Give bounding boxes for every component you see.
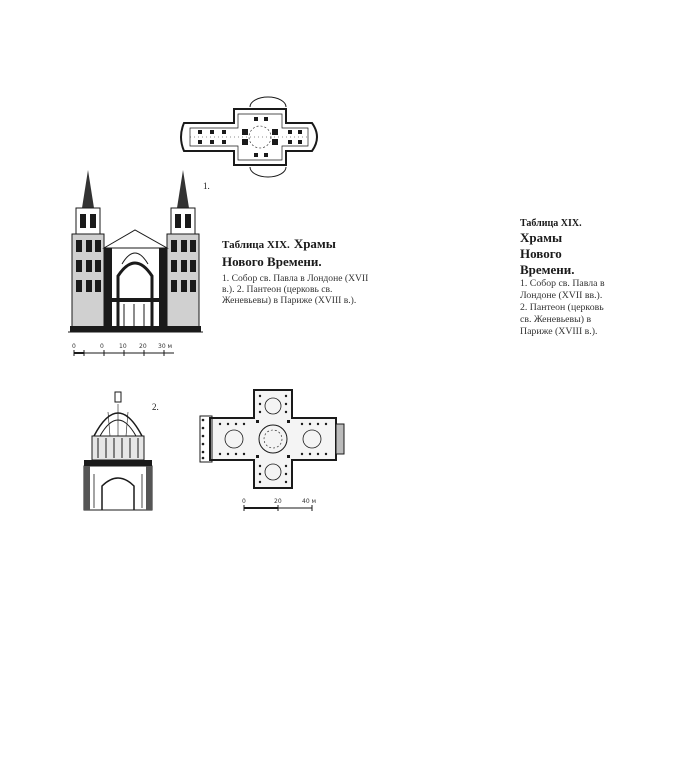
pantheon-section-drawing — [82, 390, 154, 512]
main-caption-heading: Храмы Нового Времени. — [222, 236, 336, 269]
figure-1-label: 1. — [203, 181, 210, 191]
side-caption: Таблица XIX. Храмы Нового Времени. 1. Со… — [520, 217, 606, 338]
scale-1-tick-20: 20 — [139, 343, 147, 350]
scale-1-tick-0b: 0 — [100, 343, 104, 350]
pantheon-plan-drawing — [198, 388, 348, 496]
scale-bar-figure-1: 0 0 10 20 30 30 м — [70, 341, 180, 359]
scale-1-tick-0a: 0 — [72, 343, 76, 350]
side-caption-table-number: Таблица XIX. — [520, 218, 582, 229]
main-caption-body: 1. Собор св. Павла в Лондоне (XVII в.). … — [222, 273, 369, 306]
scale-2-tick-40m: 40 м — [302, 498, 316, 505]
st-pauls-plan-drawing — [176, 95, 324, 179]
scale-1-tick-10: 10 — [119, 343, 127, 350]
scale-bar-figure-2: 0 20 40 м — [240, 496, 320, 514]
main-caption-title: Таблица XIX. Храмы Нового Времени. — [222, 235, 372, 271]
side-caption-heading: Храмы Нового Времени. — [520, 230, 575, 277]
scale-2-tick-20: 20 — [274, 498, 282, 505]
st-pauls-elevation-drawing — [68, 168, 203, 348]
side-caption-item-2: 2. Пантеон (церковь св. Женевьевы) в Пар… — [520, 302, 604, 337]
scale-2-tick-0: 0 — [242, 498, 246, 505]
scale-1-tick-30m: 30 м — [158, 343, 172, 350]
figure-2-label: 2. — [152, 402, 159, 412]
main-caption-table-number: Таблица XIX. — [222, 239, 290, 251]
side-caption-item-1: 1. Собор св. Павла в Лондоне (XVII вв.). — [520, 278, 605, 301]
main-caption: Таблица XIX. Храмы Нового Времени. 1. Со… — [222, 235, 372, 306]
